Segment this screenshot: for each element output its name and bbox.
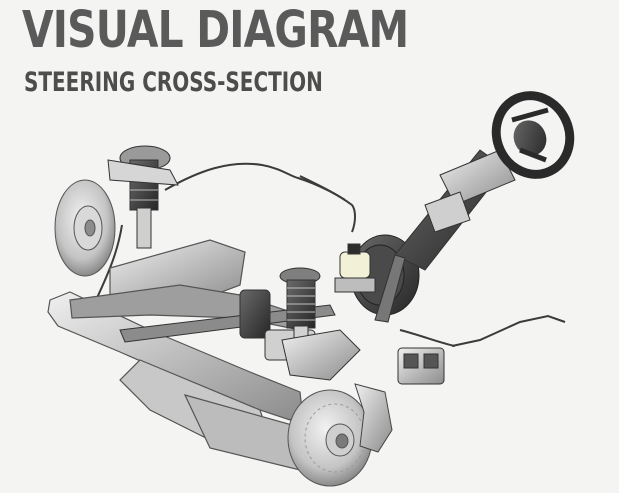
steering-column — [374, 149, 516, 323]
brake-disc-left — [54, 179, 116, 277]
brake-caliper — [354, 383, 393, 453]
abs-unit — [397, 347, 445, 385]
strut-left — [107, 145, 179, 249]
strut-right — [279, 267, 361, 381]
brake-disc-right — [287, 389, 373, 487]
page-title: VISUAL DIAGRAM — [22, 1, 409, 60]
brake-lines — [95, 162, 566, 347]
page-subtitle: STEERING CROSS-SECTION — [24, 67, 323, 98]
master-cylinder — [334, 243, 376, 293]
steering-wheel — [491, 91, 575, 179]
